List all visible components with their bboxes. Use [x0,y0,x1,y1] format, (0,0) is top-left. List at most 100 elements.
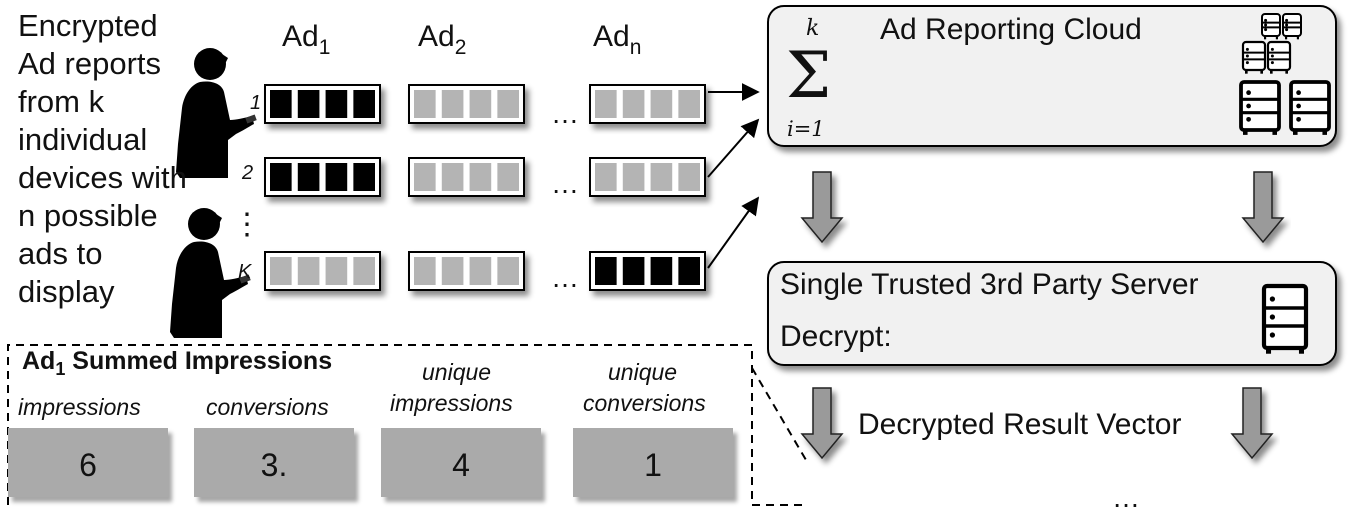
server-light [1270,47,1274,51]
server-foot [1272,130,1277,135]
server-light [1264,18,1268,22]
vector-cell [595,90,617,118]
row-index: 1 [250,92,262,114]
ad-report-vector [408,84,525,124]
server-foot [1275,36,1278,40]
vector-cell [622,257,645,285]
vector-cell [595,163,617,191]
sum-lower-limit: i=1 [787,117,825,141]
zoom-connector [751,367,807,461]
server-foot [1285,70,1288,74]
metric-value: 1 [644,447,662,483]
upload-arrow [707,118,760,178]
vector-cell [353,163,375,191]
ad-report-vector [589,84,706,124]
server-foot [1285,36,1288,40]
server-light [1296,90,1301,96]
metric-value: 4 [452,447,470,483]
server-light [1245,47,1249,51]
intro-line: ads to [18,236,103,271]
trusted-server-title: Single Trusted 3rd Party Server [780,268,1199,301]
server-rack-icon [1289,80,1331,135]
vector-cell [325,90,348,118]
reporting-cloud-title: Ad Reporting Cloud [880,13,1142,46]
vector-cell [270,163,292,191]
server-rack-icon [1266,40,1292,74]
vector-cell [441,163,464,191]
row-index: K [238,261,252,283]
vector-cell [414,257,436,285]
vector-cell [650,90,673,118]
trusted-server-box [767,261,1337,366]
sigma-symbol: Σ [786,39,832,113]
ad-report-vector [264,157,381,197]
server-foot [1296,36,1299,40]
metric-value: 6 [79,447,97,483]
person-silhouette-icon [176,48,257,178]
phone [245,114,257,124]
server-light [1264,28,1268,32]
row-index: 2 [242,162,254,184]
metric-box-unique-impressions: 4 [381,428,541,497]
upload-arrow [707,196,760,269]
intro-line: n possible [18,198,158,233]
vector-cell [325,163,348,191]
server-frame [1261,283,1309,351]
metric-box-unique-conversions: 1 [573,428,733,497]
vector-cell [622,90,645,118]
sum-upper-limit: k [806,16,820,41]
vector-cell [297,257,320,285]
ad-report-vector [408,157,525,197]
person-hair [216,50,228,66]
intro-line: Ad reports [18,46,162,81]
ad-report-vector [408,251,525,291]
ad-report-vector [589,251,706,291]
server-rack-icon [1241,40,1267,74]
vector-cell [441,257,464,285]
server-light [1285,23,1289,27]
server-light [1269,296,1276,302]
server-light [1264,23,1268,27]
ad-report-vector [264,251,381,291]
server-light [1296,103,1301,109]
server-light [1245,54,1249,58]
vector-cell [678,90,700,118]
ellipsis: … [551,168,579,199]
vector-cell [497,257,519,285]
vector-cell [325,257,348,285]
vector-cell [678,257,700,285]
result-vector-label: Decrypted Result Vector [858,408,1182,441]
vector-cell [441,90,464,118]
vector-cell [270,257,292,285]
metric-box-impressions: 6 [8,428,168,497]
ellipsis: … [551,262,579,293]
vector-cell [497,90,519,118]
vector-cell [595,257,617,285]
person-silhouette-icon [170,208,251,338]
metric-label: conversions [583,390,706,416]
server-light [1269,314,1276,320]
person-hair [210,210,222,226]
phone [239,274,251,284]
intro-line: devices with [18,160,187,195]
column-header-adn: Adn [593,20,642,59]
server-foot [1260,70,1263,74]
metric-label: unique [608,359,678,385]
person-body [170,241,248,338]
vector-cell [297,163,320,191]
metric-value: 3. [260,447,288,483]
ad-report-vector [589,157,706,197]
server-foot [1293,130,1298,135]
down-arrow [800,387,844,460]
server-foot [1243,130,1248,135]
server-rack-icon [1261,283,1309,354]
server-light [1285,18,1289,22]
metric-label: unique [422,359,492,385]
vector-cell [414,163,436,191]
server-light [1246,103,1251,109]
person-head [188,208,220,240]
metric-label: impressions [18,394,141,420]
server-foot [1264,36,1267,40]
